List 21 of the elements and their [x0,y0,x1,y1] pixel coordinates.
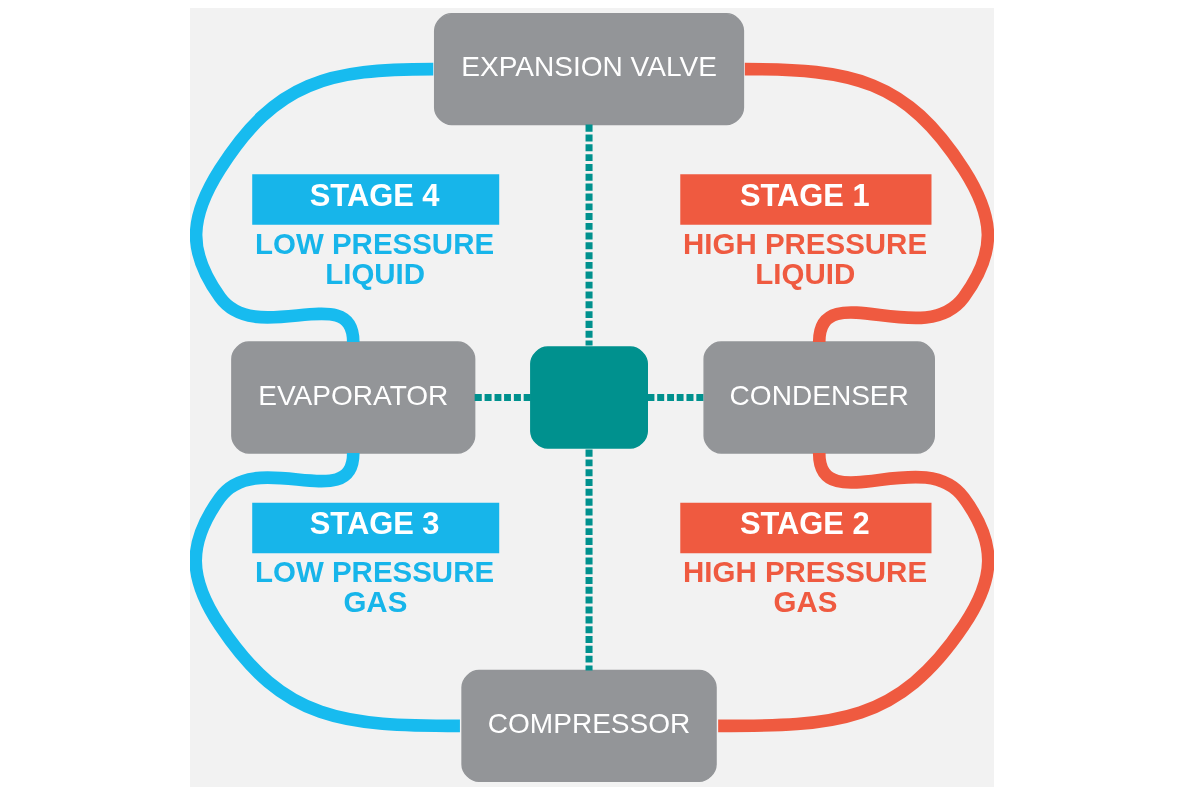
node-box: CONDENSER [702,341,935,454]
connector [744,62,994,343]
node-box: EXPANSION VALVE [433,12,744,126]
node-box [529,346,648,449]
node-box: COMPRESSOR [460,669,717,783]
connector [474,394,531,401]
connector [189,452,460,733]
node-box: STAGE 2 [679,502,931,554]
node-label: HIGH PRESSURE LIQUID [682,227,927,290]
node-label: LOW PRESSURE LIQUID [254,227,494,290]
connector [646,394,704,401]
node-box: STAGE 1 [679,174,931,225]
node-label: LOW PRESSURE GAS [254,555,494,618]
connector [717,452,994,733]
node-label: HIGH PRESSURE GAS [682,555,927,618]
connector [585,449,593,671]
node-box: EVAPORATOR [230,341,475,454]
connector [585,124,593,346]
node-box: STAGE 3 [251,502,499,554]
connector [189,62,433,343]
node-box: STAGE 4 [251,174,499,225]
